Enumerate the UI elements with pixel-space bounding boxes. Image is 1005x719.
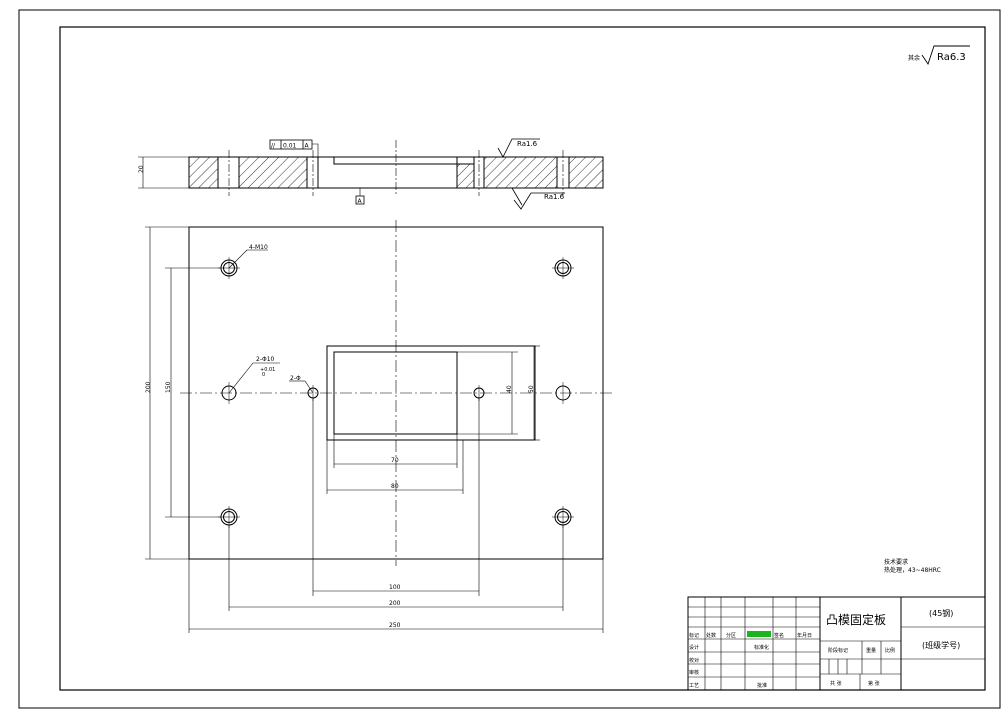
callout-screws: 4-M10 xyxy=(249,244,268,251)
svg-text:标记: 标记 xyxy=(689,632,699,639)
svg-text:阶段标记: 阶段标记 xyxy=(828,647,848,654)
svg-text:热处理，43~48HRC: 热处理，43~48HRC xyxy=(884,566,941,574)
svg-text:设计: 设计 xyxy=(689,644,699,651)
dim-pocket-outer-h: 50 xyxy=(528,385,535,393)
pin-hole-right xyxy=(555,382,571,404)
tolerance-frame: // 0.01 A xyxy=(269,139,319,157)
svg-text://: // xyxy=(271,143,276,150)
svg-text:处数: 处数 xyxy=(706,632,716,639)
svg-text:A: A xyxy=(358,198,363,205)
svg-text:Ra6.3: Ra6.3 xyxy=(937,52,966,63)
svg-text:分区: 分区 xyxy=(726,632,736,639)
svg-text:第 张: 第 张 xyxy=(868,680,880,687)
dim-height-holes: 150 xyxy=(165,381,172,393)
callout-pins-tol: +0.01 xyxy=(260,367,275,373)
part-name: 凸模固定板 xyxy=(826,612,886,627)
callout-pins: 2-Φ10 xyxy=(256,356,275,363)
screw-hole-br xyxy=(552,506,574,528)
roughness-top: Ra1.6 xyxy=(497,138,540,158)
svg-text:A: A xyxy=(305,143,310,150)
plan-view: 4-M10 2-Φ10 +0.01 0 2-Φ 200 150 40 50 70 xyxy=(145,220,612,633)
section-view: 20 // 0.01 A A Ra1.6 Ra1.6 xyxy=(138,138,604,210)
roughness-bottom: Ra1.6 xyxy=(511,187,565,210)
svg-text:签名: 签名 xyxy=(774,632,784,639)
inner-frame xyxy=(59,26,986,691)
title-block: 标记 处数 分区 签名 年月日 设计 校对 审核 工艺 标准化 批准 凸模固定板… xyxy=(687,596,986,691)
svg-text:校对: 校对 xyxy=(689,657,699,664)
svg-text:0.01: 0.01 xyxy=(283,143,297,150)
material: (45钢) xyxy=(929,608,953,618)
dim-pocket-outer-w: 80 xyxy=(391,483,399,490)
svg-text:技术要求: 技术要求 xyxy=(884,558,908,566)
svg-text:标准化: 标准化 xyxy=(754,644,769,651)
svg-text:批准: 批准 xyxy=(757,682,767,689)
screw-hole-bl xyxy=(218,506,240,528)
dim-width-200: 200 xyxy=(389,600,401,607)
callout-holes: 2-Φ xyxy=(290,375,301,382)
default-roughness: 其余 Ra6.3 xyxy=(908,45,970,66)
dim-pocket-inner-h: 40 xyxy=(506,385,513,393)
dim-width-250: 250 xyxy=(389,622,401,629)
svg-text:0: 0 xyxy=(262,372,265,378)
svg-text:审核: 审核 xyxy=(689,669,699,676)
svg-text:共 张: 共 张 xyxy=(830,680,842,687)
dim-width-100: 100 xyxy=(389,584,401,591)
svg-text:重量: 重量 xyxy=(866,647,876,654)
class-id: (班级学号) xyxy=(922,640,960,650)
tech-requirements: 技术要求 热处理，43~48HRC xyxy=(884,558,941,574)
svg-text:其余: 其余 xyxy=(908,54,920,62)
svg-text:年月日: 年月日 xyxy=(797,632,812,639)
dim-pocket-inner-w: 70 xyxy=(391,457,399,464)
screw-hole-tr xyxy=(552,257,574,279)
outer-border xyxy=(18,9,1001,709)
svg-text:Ra1.6: Ra1.6 xyxy=(544,193,565,201)
svg-text:Ra1.6: Ra1.6 xyxy=(517,140,538,148)
dim-thickness: 20 xyxy=(138,165,145,173)
dim-height-total: 200 xyxy=(145,381,152,393)
datum-a: A xyxy=(355,188,365,205)
svg-text:工艺: 工艺 xyxy=(689,683,699,689)
svg-text:比例: 比例 xyxy=(885,647,895,654)
